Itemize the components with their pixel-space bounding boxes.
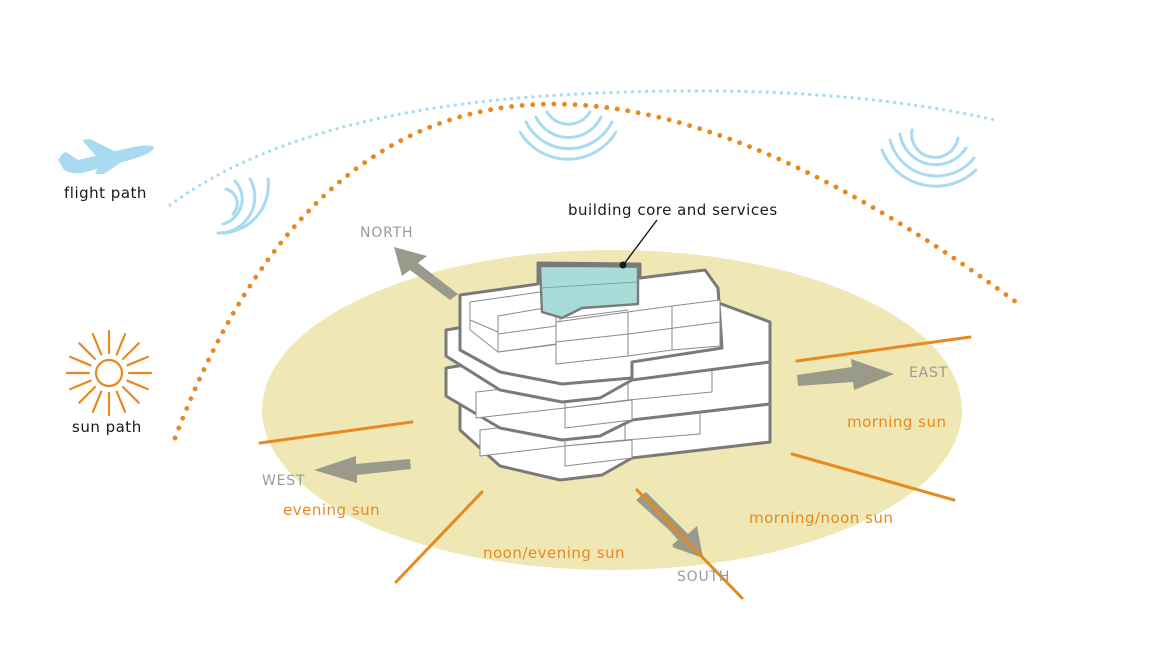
east-label: EAST [909,365,948,381]
sun-icon [65,329,153,417]
sun-path-line [172,101,1023,441]
sun-angle-lines [258,335,972,584]
east-arrow [797,359,894,390]
morning-noon-sun-label: morning/noon sun [749,509,893,527]
west-arrow [314,456,411,483]
east-sun-line [795,335,972,363]
north-arrow [394,247,458,300]
noon-evening-sun-label: noon/evening sun [483,544,625,562]
north-label: NORTH [360,225,413,241]
sound-wave-icon [216,177,270,235]
sound-wave-icon [518,110,618,161]
core-leader-dot [619,261,627,269]
sound-wave-icon [880,128,978,188]
flight-path-line [168,89,997,207]
southwest-sun-line [394,490,484,584]
building-core-label: building core and services [568,201,778,219]
south-sun-line [635,488,744,600]
airplane-icon [58,139,154,174]
south-label: SOUTH [677,569,730,585]
southeast-sun-line [790,452,956,502]
flight-path-label: flight path [64,184,147,202]
evening-sun-label: evening sun [283,501,380,519]
building-model [444,261,772,482]
compass-arrows [314,247,894,554]
west-sun-line [258,420,414,445]
sun-path-label: sun path [72,418,142,436]
core-leader-line [623,219,658,265]
morning-sun-label: morning sun [847,413,947,431]
west-label: WEST [262,473,305,489]
